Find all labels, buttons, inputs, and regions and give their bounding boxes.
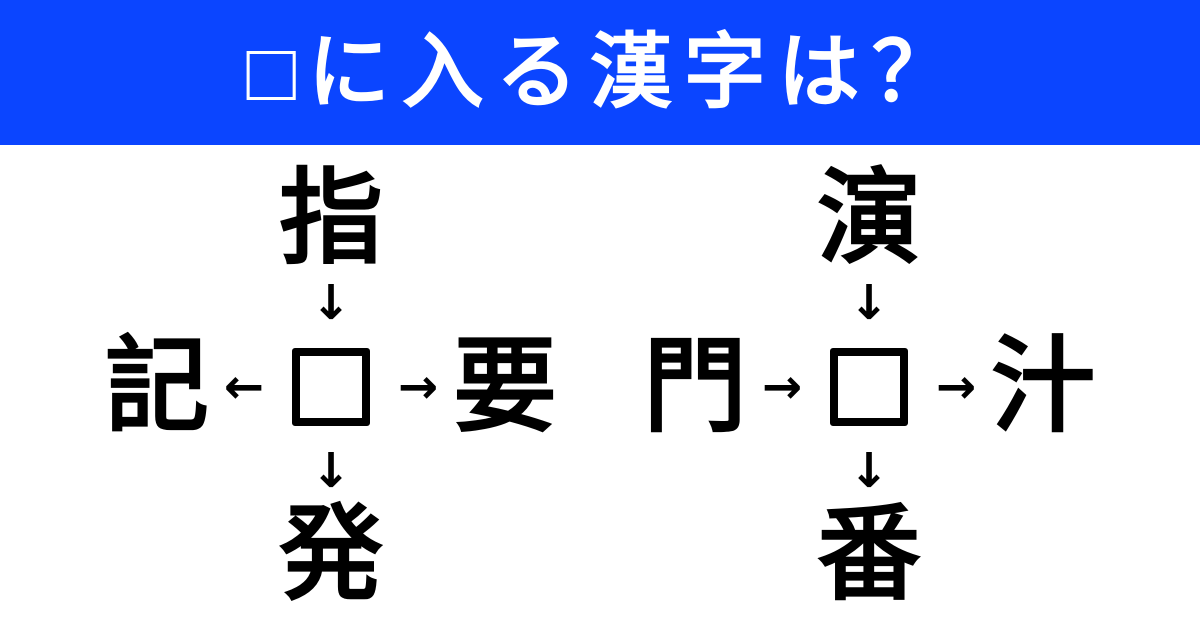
arrow-left-icon: ← — [223, 359, 265, 415]
answer-box — [292, 348, 370, 426]
kanji-bottom: 番 — [816, 497, 921, 613]
arrow-right-icon: → — [397, 359, 439, 415]
answer-box-square — [292, 348, 370, 426]
arrow-down-icon: ↓ — [848, 275, 890, 331]
arrow-down-icon: ↓ — [848, 443, 890, 499]
arrow-right-icon: → — [935, 359, 977, 415]
arrow-down-icon: ↓ — [310, 275, 352, 331]
kanji-right: 要 — [452, 329, 557, 445]
puzzle-area: 指 ↓ 記 ← → 要 ↓ 発 演 ↓ 門 → → 汁 ↓ 番 — [0, 145, 1200, 628]
kanji-top: 演 — [816, 161, 921, 277]
arrow-down-icon: ↓ — [310, 443, 352, 499]
kanji-top: 指 — [278, 161, 383, 277]
kanji-left: 門 — [642, 329, 747, 445]
answer-box-square — [830, 348, 908, 426]
puzzle-left: 指 ↓ 記 ← → 要 ↓ 発 — [102, 163, 560, 611]
kanji-bottom: 発 — [278, 497, 383, 613]
page-title: □に入る漢字は？ — [246, 26, 966, 118]
puzzle-right: 演 ↓ 門 → → 汁 ↓ 番 — [640, 163, 1098, 611]
arrow-right-icon: → — [761, 359, 803, 415]
title-banner: □に入る漢字は？ — [0, 0, 1200, 145]
answer-box — [830, 348, 908, 426]
kanji-right: 汁 — [990, 329, 1095, 445]
kanji-left: 記 — [104, 329, 209, 445]
